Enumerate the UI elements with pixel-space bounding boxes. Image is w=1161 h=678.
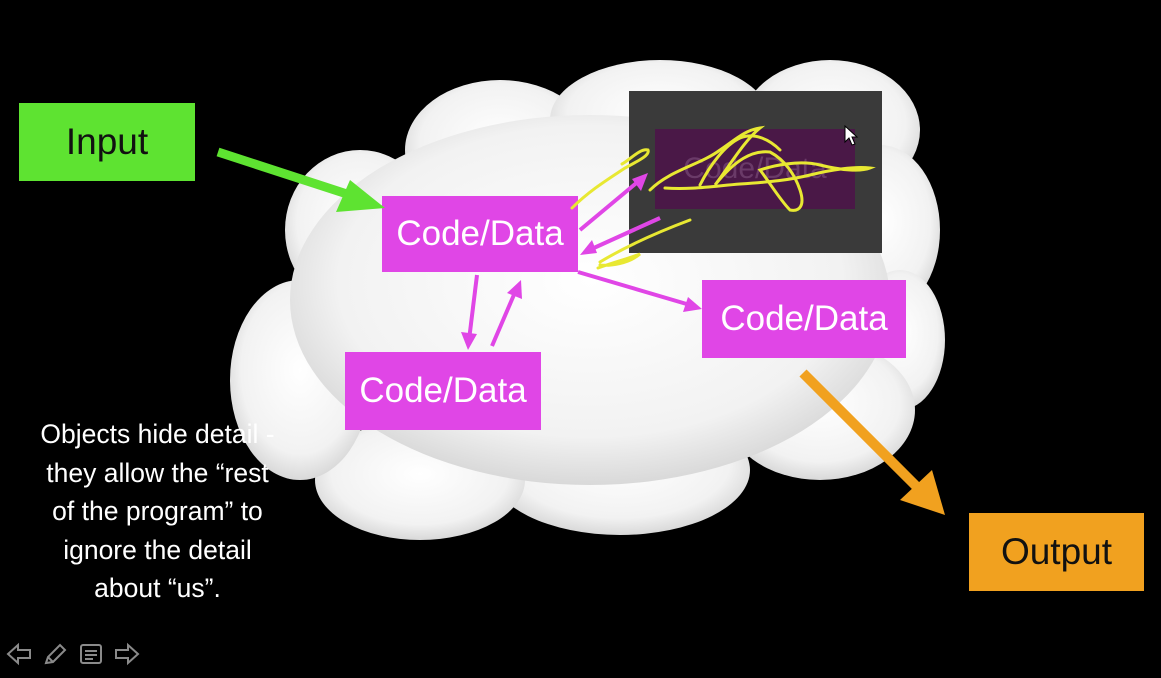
caption-line: ignore the detail <box>63 534 252 565</box>
caption-line: Objects hide detail - <box>40 419 275 449</box>
code-data-main: Code/Data <box>382 196 578 272</box>
slide-toolbar <box>4 640 142 668</box>
code-data-bottom: Code/Data <box>345 352 541 430</box>
arrow-left-icon[interactable] <box>4 640 34 668</box>
caption-text: Objects hide detail - they allow the “re… <box>5 415 310 608</box>
faded-code-data-box: Code/Data <box>655 129 855 209</box>
arrow-right-icon[interactable] <box>112 640 142 668</box>
caption-line: about “us”. <box>94 573 221 603</box>
caption-line: they allow the “rest <box>46 457 269 488</box>
code-data-right: Code/Data <box>702 280 906 358</box>
dim-overlay-panel: Code/Data <box>629 91 882 253</box>
input-box: Input <box>19 103 195 181</box>
caption-line: of the program” to <box>52 496 263 526</box>
pen-icon[interactable] <box>40 640 70 668</box>
output-box: Output <box>969 513 1144 591</box>
slides-menu-icon[interactable] <box>76 640 106 668</box>
